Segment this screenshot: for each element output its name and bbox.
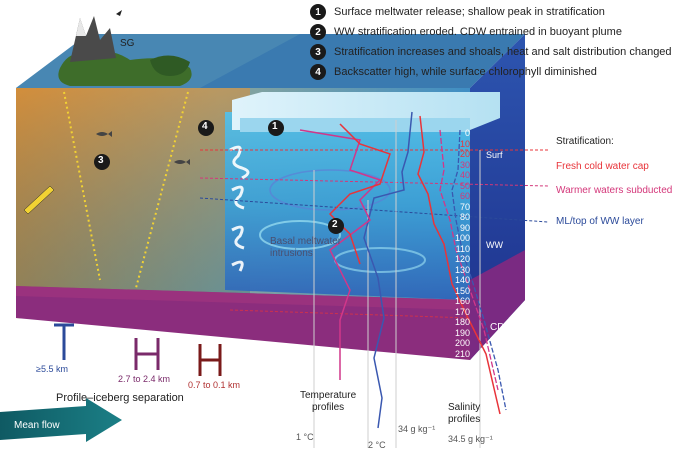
separation-3-label: 0.7 to 0.1 km [188,380,241,390]
warmer-label: Warmer waters subducted [556,185,673,196]
separation-2-label: 2.7 to 2.4 km [118,374,171,384]
separation-marker-3 [198,344,222,376]
depth-tick: 30 [459,159,470,170]
depth-tick: 120 [454,254,470,264]
ww-label: WW [486,240,503,250]
depth-tick: 130 [454,264,470,275]
sal-tick-2: 34.5 g kg⁻¹ [448,434,493,444]
basal-label: Basal meltwater intrusions [270,236,342,259]
temperature-profiles-label: Temperature profiles [300,390,357,413]
depth-tick: 180 [454,317,470,327]
depth-tick: 200 [454,338,470,348]
marker-4: 4 [202,121,208,132]
sal-tick-1: 34 g kg⁻¹ [398,424,436,434]
separation-1-label: ≥5.5 km [36,364,68,374]
glider-icon [23,185,55,215]
sg-label: SG [120,38,135,49]
depth-tick: 150 [454,285,470,296]
depth-tick: 0 [464,128,470,138]
marker-2: 2 [332,219,338,230]
depth-tick: 10 [459,138,470,149]
separation-title: Profile–iceberg separation [56,392,184,404]
depth-tick: 100 [454,233,470,243]
temp-tick-1: 1 °C [296,432,314,442]
salinity-profile [451,129,507,411]
depth-tick: 80 [459,212,470,222]
salinity-profile [417,115,501,415]
temperature-profile [299,129,382,380]
depth-tick: 220 [454,359,470,369]
depth-tick: 40 [459,170,470,180]
fish-icon [174,159,190,165]
temperature-profile [363,111,413,429]
temp-tick-2: 2 °C [368,440,386,450]
depth-tick: 70 [459,201,470,212]
fish-icon [96,131,112,137]
depth-tick: 190 [454,327,470,338]
marker-1: 1 [272,121,278,132]
depth-tick: 20 [459,149,470,159]
cdw-label: CDW [490,322,514,333]
separation-marker-1 [54,323,74,360]
depth-tick: 140 [454,275,470,285]
iceberg-front [225,112,470,300]
depth-tick: 110 [455,243,470,254]
mean-flow-label: Mean flow [14,420,60,431]
depth-tick: 90 [459,222,470,233]
salinity-profiles-label: Salinity profiles [448,402,481,425]
depth-tick: 50 [459,180,470,191]
stratification-title: Stratification: [556,136,614,147]
marker-3: 3 [98,155,104,166]
separation-marker-2 [134,338,160,370]
depth-tick: 210 [454,348,470,359]
depth-tick: 160 [454,296,470,306]
fresh-label: Fresh cold water cap [556,161,649,172]
ml-label: ML/top of WW layer [556,216,644,227]
surf-label: Surf [486,150,503,160]
depth-tick: 170 [454,306,470,317]
depth-tick: 60 [459,191,470,201]
mean-flow-arrow [0,398,122,442]
